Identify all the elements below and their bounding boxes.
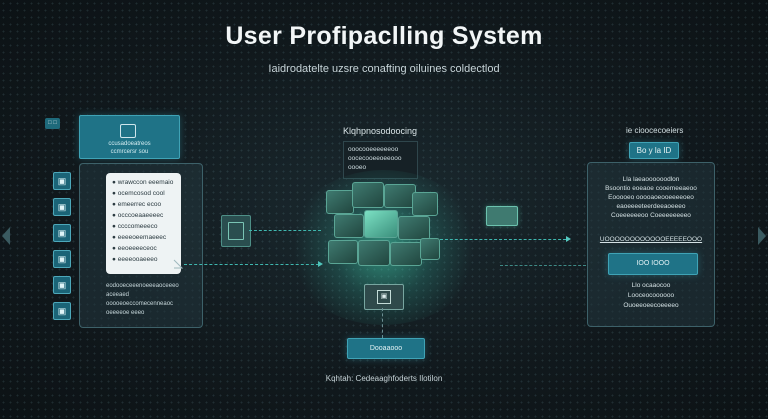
left-badge: □ □ (45, 118, 60, 129)
footer-line: eodooeceeenoeeeaoceeeo aceeaed (106, 283, 179, 298)
card-row: ● ccccomeeeco (112, 223, 158, 230)
card-row: ● eeeeooaeeeo (112, 256, 158, 263)
profile-card-icon (120, 124, 136, 138)
right-action-button[interactable]: IOO IOOO (608, 253, 698, 275)
right-line: Coeeeeeeoo Coeeeeeeeeo (611, 212, 691, 219)
right-panel-text: Lla laeaoooooodlon Bsoontio eoeaoe cooem… (588, 175, 714, 220)
user-icon[interactable]: ▣ (53, 198, 71, 216)
database-icon (228, 222, 244, 240)
footer-line: ooooeoeccomecenneaoc (106, 301, 174, 307)
user-icon[interactable]: ▣ (53, 250, 71, 268)
connector-line (500, 265, 586, 266)
right-panel: Lla laeaoooooodlon Bsoontio eoeaoe cooem… (587, 162, 715, 327)
output-node-icon: ▣ (377, 290, 391, 304)
right-chevron-icon[interactable] (756, 225, 768, 247)
left-chevron-icon[interactable] (0, 225, 12, 247)
card-row: ● eeeeoeemaeeec (112, 234, 167, 241)
right-line: Eooooeo ooooaoeooeeeeoeo (608, 194, 694, 201)
card-connector-icon (173, 259, 184, 269)
center-info-line: oocecooeeoeeooo (348, 155, 402, 162)
center-info-line: ooocooeeeeeeoo (348, 146, 399, 153)
source-node[interactable] (221, 215, 251, 247)
right-line: Bsoontio eoeaoe cooemeeaeoo (605, 185, 697, 192)
right-heading: ie cioocecoeiers (626, 126, 684, 135)
left-header-label-2: ccmrcersr sou (110, 149, 149, 155)
right-node[interactable] (486, 206, 518, 226)
profile-data-card[interactable]: ● wrawccon eeemaio ● ocemcosod cool ● em… (106, 173, 181, 274)
user-icon[interactable]: ▣ (53, 172, 71, 190)
right-bottom-text: Llo ocaaocoo Looceocoooooo Ouoeeoeecoeee… (588, 281, 714, 311)
connector-line (382, 308, 383, 338)
right-bottom-line: Ouoeeoeecoeeeeo (623, 302, 679, 309)
processing-core[interactable] (322, 180, 440, 276)
right-underline-label: UOOOOOOOOOOOOEEEEEOOO (599, 236, 703, 243)
user-icon[interactable]: ▣ (53, 302, 71, 320)
left-panel: ● wrawccon eeemaio ● ocemcosod cool ● em… (79, 163, 203, 328)
left-icon-column: ▣ ▣ ▣ ▣ ▣ ▣ (53, 172, 71, 320)
center-heading: Klqhpnosodoocing (343, 126, 418, 136)
card-row: ● ocemcosod cool (112, 190, 165, 197)
card-row: ● eeoeeeeceoc (112, 245, 157, 252)
right-badge[interactable]: Bo y la ID (629, 142, 679, 159)
profile-output-node[interactable]: ▣ (364, 284, 404, 310)
arrow-right-icon (566, 236, 571, 242)
left-header-box[interactable]: ccusadoeatreos ccmrcersr sou (79, 115, 180, 159)
right-bottom-line: Llo ocaaocoo (631, 282, 671, 289)
card-row: ● occcoeaaeeeec (112, 212, 164, 219)
right-bottom-line: Looceocoooooo (627, 292, 675, 299)
center-info-line: oooeo (348, 164, 367, 171)
left-header-label: ccusadoeatreos (108, 141, 151, 147)
card-row: ● emeerrec ecoo (112, 201, 162, 208)
left-panel-footer: eodooeceeenoeeeaoceeeo aceeaed ooooeoecc… (106, 282, 202, 318)
right-line: Lla laeaoooooodlon (622, 176, 680, 183)
user-icon[interactable]: ▣ (53, 276, 71, 294)
connector-line (440, 239, 566, 240)
footer-line: oeeeeoe eeeo (106, 310, 145, 316)
right-line: eaoeeeeteerdeeaoeeeo (616, 203, 686, 210)
center-output-box[interactable]: Dooaaooo (347, 338, 425, 359)
connector-line (184, 264, 319, 265)
page-title: User Profipaclling System (225, 22, 543, 50)
left-badges: □ □ (45, 118, 60, 129)
card-row: ● wrawccon eeemaio (112, 179, 174, 186)
connector-line (249, 230, 321, 231)
user-icon[interactable]: ▣ (53, 224, 71, 242)
center-footer: Kqhtah: Cedeaaghfoderts Ilotilon (325, 374, 443, 383)
page-subtitle: Iaidrodatelte uzsre conafting oiluines c… (268, 63, 500, 75)
